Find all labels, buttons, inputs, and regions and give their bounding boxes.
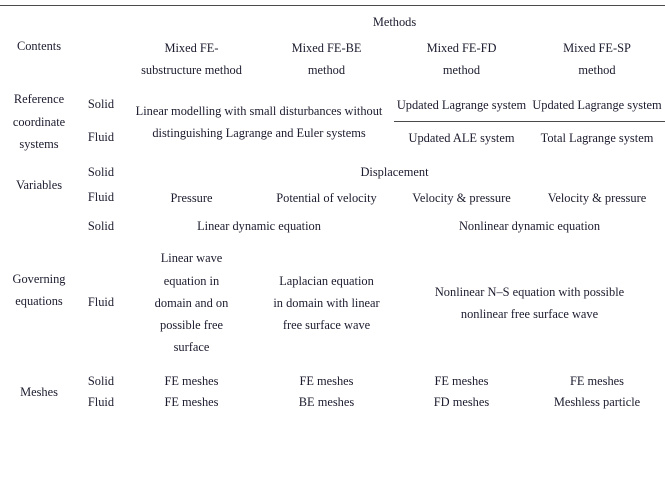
reference-phase-fluid: Fluid bbox=[87, 130, 115, 145]
governing-phase-solid: Solid bbox=[87, 219, 115, 234]
meshes-solid-col2: FE meshes bbox=[299, 373, 354, 388]
governing-fluid-col1: Linear wave equation in domain and on po… bbox=[154, 251, 229, 354]
section-label-meshes: Meshes bbox=[20, 384, 58, 399]
variables-solid-row: Variables Solid Displacement bbox=[0, 162, 665, 192]
method-column-1-header: Mixed FE-substructure method bbox=[141, 41, 242, 78]
section-label-governing-line-1: Governing bbox=[12, 271, 66, 286]
methods-comparison-table: Contents Methods Mixed FE-substructure m… bbox=[0, 0, 665, 413]
meshes-fluid-col1: FE meshes bbox=[164, 395, 219, 410]
meshes-phase-solid: Solid bbox=[87, 373, 115, 388]
meshes-fluid-col4: Meshless particle bbox=[553, 395, 641, 410]
section-label-reference-line-2: coordinate bbox=[12, 114, 66, 129]
meshes-solid-col4: FE meshes bbox=[569, 373, 625, 388]
governing-solid-linear: Linear dynamic equation bbox=[197, 219, 321, 234]
variables-fluid-col2: Potential of velocity bbox=[276, 191, 377, 206]
meshes-fluid-col3: FD meshes bbox=[433, 395, 490, 410]
reference-fluid-col4: Total Lagrange system bbox=[529, 121, 665, 155]
section-label-governing-line-2: equations bbox=[15, 293, 63, 308]
reference-fluid-row: Fluid Updated ALE system Total Lagrange … bbox=[0, 121, 665, 155]
contents-header-label: Contents bbox=[16, 39, 62, 54]
variables-phase-fluid: Fluid bbox=[87, 190, 115, 205]
governing-solid-row: Governing equations Solid Linear dynamic… bbox=[0, 216, 665, 308]
methods-group-header-row: Contents Methods bbox=[0, 12, 665, 53]
contents-phase-spacer bbox=[78, 12, 124, 81]
variables-fluid-col1: Pressure bbox=[170, 191, 213, 206]
variables-phase-solid: Solid bbox=[87, 164, 115, 179]
section-label-reference: Reference coordinate systems bbox=[0, 88, 78, 154]
governing-phase-fluid: Fluid bbox=[87, 294, 115, 309]
meshes-phase-fluid: Fluid bbox=[87, 395, 115, 410]
section-label-reference-line-1: Reference bbox=[13, 92, 65, 107]
reference-solid-col3: Updated Lagrange system bbox=[396, 97, 527, 112]
reference-phase-solid: Solid bbox=[87, 97, 115, 112]
section-label-governing: Governing equations bbox=[0, 216, 78, 364]
reference-solid-col4: Updated Lagrange system bbox=[532, 97, 662, 112]
meshes-solid-col3: FE meshes bbox=[434, 373, 489, 388]
reference-coordinate-shared-cell: Linear modelling with small disturbances… bbox=[135, 103, 383, 140]
reference-fluid-col3: Updated ALE system bbox=[394, 121, 529, 155]
variables-solid-displacement: Displacement bbox=[360, 164, 429, 179]
governing-solid-nonlinear: Nonlinear dynamic equation bbox=[458, 219, 601, 234]
governing-fluid-col2: Laplacian equation in domain with linear… bbox=[273, 273, 380, 332]
methods-group-label: Methods bbox=[372, 15, 417, 29]
meshes-solid-col1: FE meshes bbox=[164, 373, 219, 388]
variables-fluid-row: Fluid Pressure Potential of velocity Vel… bbox=[0, 187, 665, 209]
reference-solid-row: Reference coordinate systems Solid Linea… bbox=[0, 88, 665, 150]
section-label-reference-line-3: systems bbox=[19, 136, 59, 151]
top-rule-row bbox=[0, 0, 665, 6]
method-column-header-row: Mixed FE-substructure method Mixed FE-BE… bbox=[0, 37, 665, 81]
meshes-fluid-row: Fluid FE meshes BE meshes FD meshes Mesh… bbox=[0, 392, 665, 413]
meshes-solid-row: Meshes Solid FE meshes FE meshes FE mesh… bbox=[0, 371, 665, 399]
variables-fluid-col4: Velocity & pressure bbox=[547, 191, 647, 206]
governing-fluid-nonlinear: Nonlinear N–S equation with possible non… bbox=[434, 284, 625, 321]
governing-fluid-row: Fluid Linear wave equation in domain and… bbox=[0, 241, 665, 363]
section-label-variables: Variables bbox=[15, 177, 63, 192]
variables-fluid-col3: Velocity & pressure bbox=[412, 191, 511, 206]
meshes-fluid-col2: BE meshes bbox=[298, 395, 355, 410]
